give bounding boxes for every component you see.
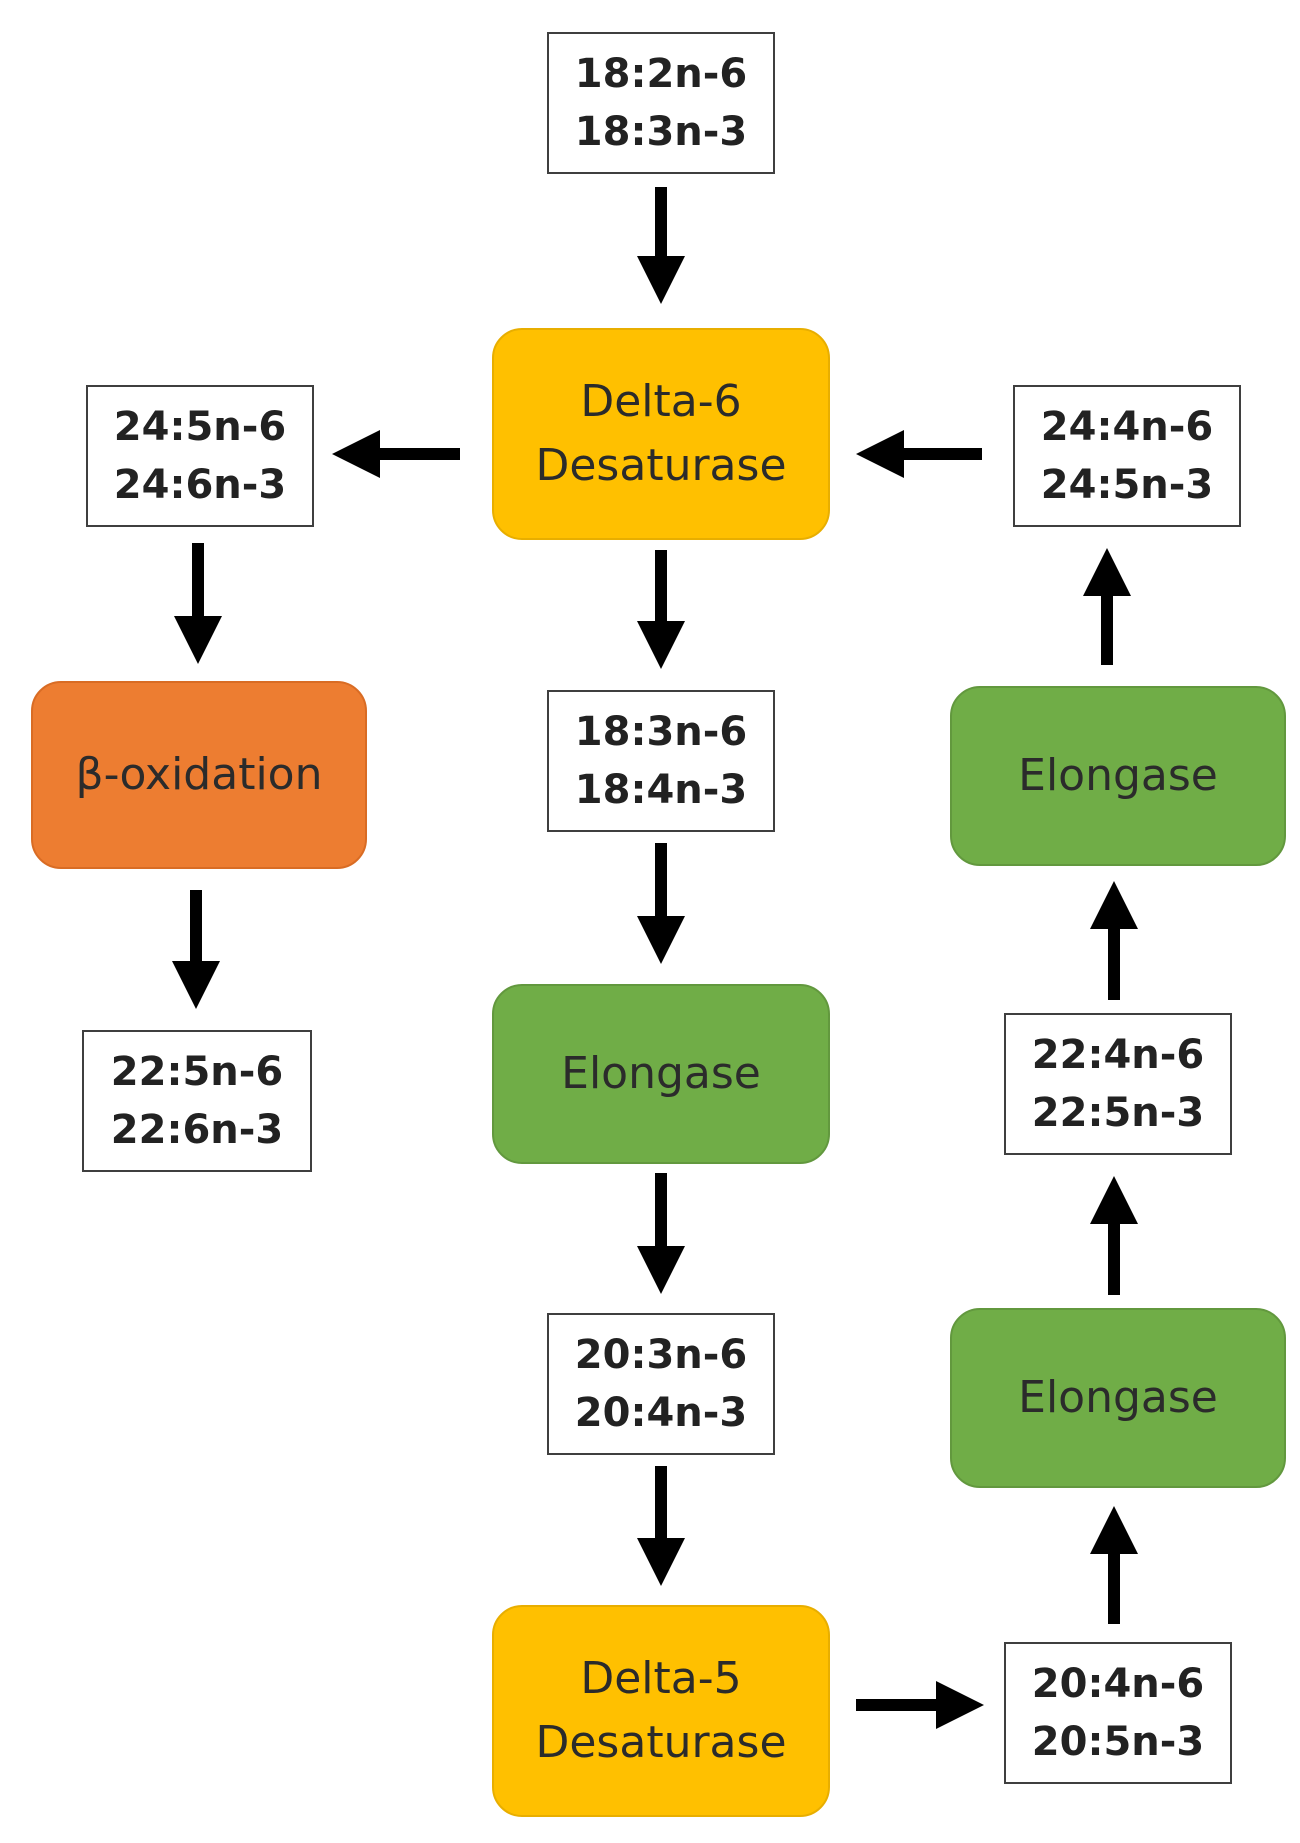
fatty-acid-box-20-3n6: 20:3n-6 20:4n-3 bbox=[547, 1313, 775, 1455]
fatty-acid-box-18-3n6: 18:3n-6 18:4n-3 bbox=[547, 690, 775, 832]
fatty-acid-label: 18:3n-6 bbox=[574, 709, 748, 755]
fatty-acid-box-24-4n6: 24:4n-6 24:5n-3 bbox=[1013, 385, 1241, 527]
fatty-acid-box-22-4n6: 22:4n-6 22:5n-3 bbox=[1004, 1013, 1232, 1155]
fatty-acid-label: 22:5n-6 bbox=[110, 1049, 284, 1095]
enzyme-delta-6-desaturase: Delta-6 Desaturase bbox=[492, 328, 830, 540]
fatty-acid-label: 22:6n-3 bbox=[110, 1107, 284, 1153]
fatty-acid-label: 20:3n-6 bbox=[574, 1332, 748, 1378]
fatty-acid-label: 20:5n-3 bbox=[1031, 1719, 1205, 1765]
enzyme-label: Delta-5 bbox=[580, 1653, 742, 1704]
fatty-acid-box-22-5n6: 22:5n-6 22:6n-3 bbox=[82, 1030, 312, 1172]
fatty-acid-label: 22:5n-3 bbox=[1031, 1090, 1205, 1136]
fatty-acid-label: 18:4n-3 bbox=[574, 767, 748, 813]
enzyme-label: Elongase bbox=[1018, 1372, 1218, 1423]
enzyme-delta-5-desaturase: Delta-5 Desaturase bbox=[492, 1605, 830, 1817]
fatty-acid-label: 20:4n-6 bbox=[1031, 1661, 1205, 1707]
fatty-acid-box-20-4n6: 20:4n-6 20:5n-3 bbox=[1004, 1642, 1232, 1784]
fatty-acid-label: 24:5n-3 bbox=[1040, 462, 1214, 508]
fatty-acid-label: 18:3n-3 bbox=[574, 109, 748, 155]
fatty-acid-box-24-5n6: 24:5n-6 24:6n-3 bbox=[86, 385, 314, 527]
fatty-acid-label: 24:4n-6 bbox=[1040, 404, 1214, 450]
fatty-acid-label: 18:2n-6 bbox=[574, 51, 748, 97]
fatty-acid-box-18-2n6: 18:2n-6 18:3n-3 bbox=[547, 32, 775, 174]
fatty-acid-label: 24:5n-6 bbox=[113, 404, 287, 450]
enzyme-label: Delta-6 bbox=[580, 376, 742, 427]
fatty-acid-label: 20:4n-3 bbox=[574, 1390, 748, 1436]
enzyme-label: Desaturase bbox=[535, 1717, 787, 1768]
fatty-acid-label: 24:6n-3 bbox=[113, 462, 287, 508]
enzyme-elongase-right-top: Elongase bbox=[950, 686, 1286, 866]
enzyme-label: Elongase bbox=[1018, 750, 1218, 801]
enzyme-label: Desaturase bbox=[535, 440, 787, 491]
enzyme-elongase-right-bottom: Elongase bbox=[950, 1308, 1286, 1488]
enzyme-label: β-oxidation bbox=[75, 749, 323, 800]
fatty-acid-label: 22:4n-6 bbox=[1031, 1032, 1205, 1078]
enzyme-elongase-center: Elongase bbox=[492, 984, 830, 1164]
enzyme-label: Elongase bbox=[561, 1048, 761, 1099]
enzyme-beta-oxidation: β-oxidation bbox=[31, 681, 367, 869]
